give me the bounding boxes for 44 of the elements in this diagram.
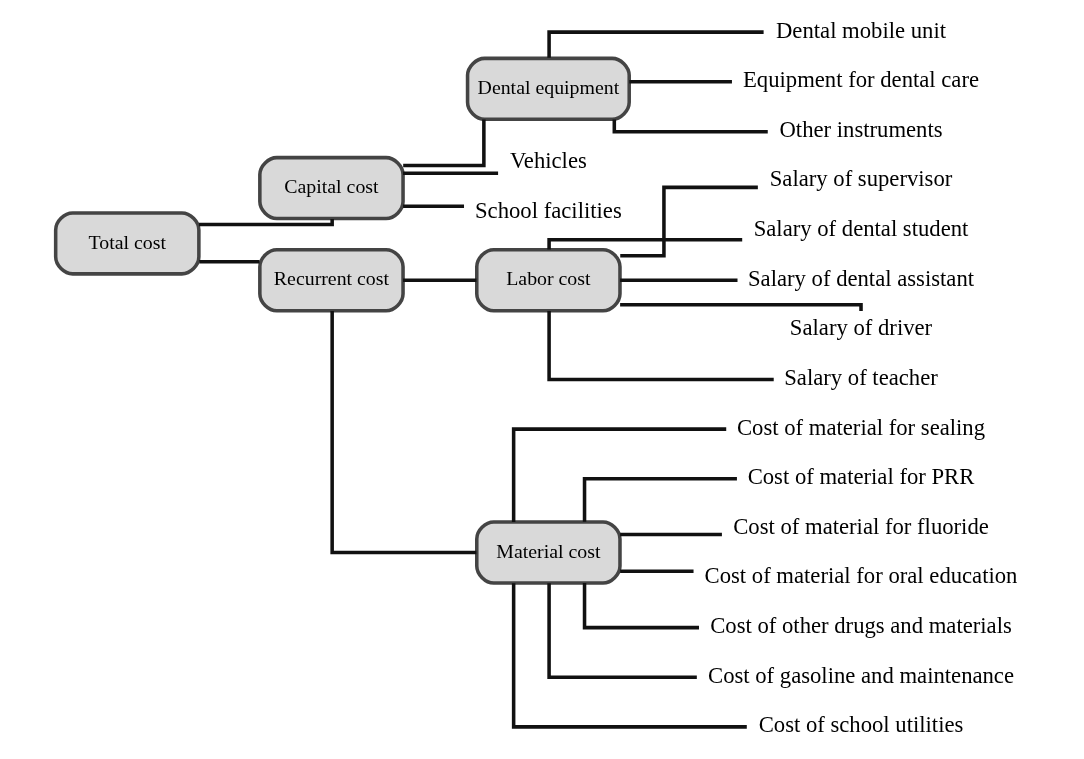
connector [612,119,768,134]
node-text: Cost of gasoline and maintenance [708,662,1015,688]
connector [403,119,486,168]
connector [582,583,699,630]
node-text: Cost of other drugs and materials [710,613,1012,639]
connector [330,310,477,555]
node-text: Vehicles [509,147,587,173]
node-text: Salary of dental student [753,216,969,242]
connector [620,532,722,537]
connector [403,278,477,282]
connector [547,238,743,250]
connector [403,171,499,175]
node-text: Cost of material for sealing [736,414,986,440]
node-text: Equipment for dental care [742,67,980,93]
connector [582,477,737,522]
node-box: Dental equipment [465,56,631,122]
connector [547,30,764,58]
connector [199,260,260,264]
node-box: Labor cost [475,248,622,313]
node-text: Salary of dental assistant [748,265,975,291]
node-text: Salary of teacher [784,364,938,390]
node-text: Dental mobile unit [776,17,947,43]
connector [511,583,747,729]
node-box: Total cost [53,211,201,276]
node-box: Material cost [475,520,622,585]
node-text: Salary of supervisor [769,166,953,192]
node-text: Other instruments [779,116,943,142]
node-box: Recurrent cost [258,248,405,313]
node-text: Cost of school utilities [758,712,964,738]
node-text: Cost of material for PRR [747,464,975,490]
connector [547,583,697,679]
connector [629,80,732,84]
node-text: School facilities [475,197,622,223]
connector [511,427,727,522]
node-text: Cost of material for oral education [704,563,1018,589]
node-text: Salary of driver [789,315,933,341]
connector [403,204,464,208]
connector [547,311,774,382]
node-box: Capital cost [258,155,405,221]
connector [198,218,334,227]
node-text: Cost of material for fluoride [733,513,989,539]
connector [620,569,694,574]
connector [620,185,758,258]
connector [620,278,738,282]
